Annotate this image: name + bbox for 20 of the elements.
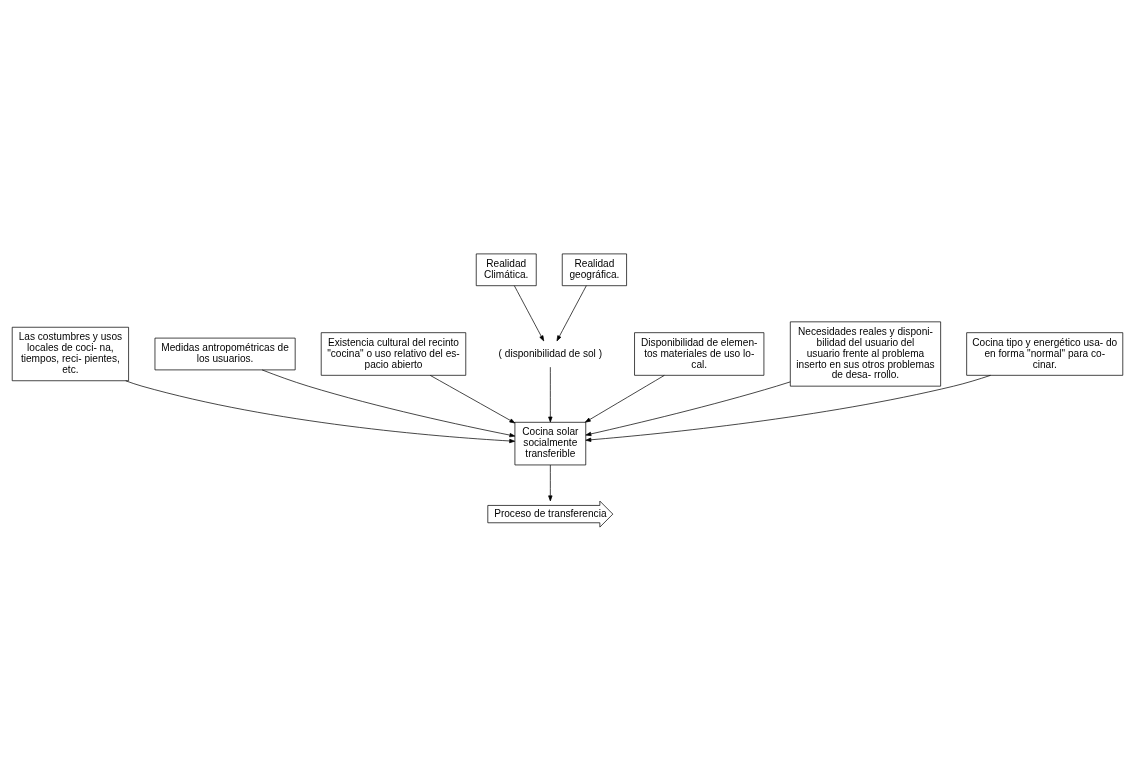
arrow	[548, 464, 553, 501]
arrow	[513, 284, 545, 341]
node-box: Realidad Climática.	[475, 253, 537, 286]
node-box: Disponibilidad de elemen- tos materiales de uso lo- cal.	[634, 331, 765, 376]
node-text: ( disponibilidad de sol )	[498, 347, 603, 359]
node-box: Cocina solar socialmente transferible	[514, 421, 587, 465]
node-box: Cocina tipo y energético usa- do en forma "normal" para co- cinar.	[966, 331, 1124, 376]
arrow	[548, 366, 553, 422]
arrow	[585, 381, 791, 436]
node-box: Existencia cultural del recinto "cocina" o uso relativo del es- pacio abierto	[320, 331, 467, 376]
arrow	[585, 374, 991, 442]
arrow	[125, 379, 516, 443]
arrow	[556, 284, 587, 341]
arrow	[584, 374, 665, 423]
node-box: Medidas antropométricas de los usuarios.	[154, 337, 296, 370]
arrow	[261, 369, 516, 437]
node-box: Necesidades reales y disponi- bilidad del usuario del usuario frente al problema inserto en sus otros problemas de desa- rrollo.	[789, 320, 941, 387]
arrow	[429, 374, 516, 423]
node-box: Realidad geográfica.	[561, 253, 627, 286]
node-box: Las costumbres y usos locales de coci- na, tiempos, reci- pientes, etc.	[11, 326, 129, 381]
